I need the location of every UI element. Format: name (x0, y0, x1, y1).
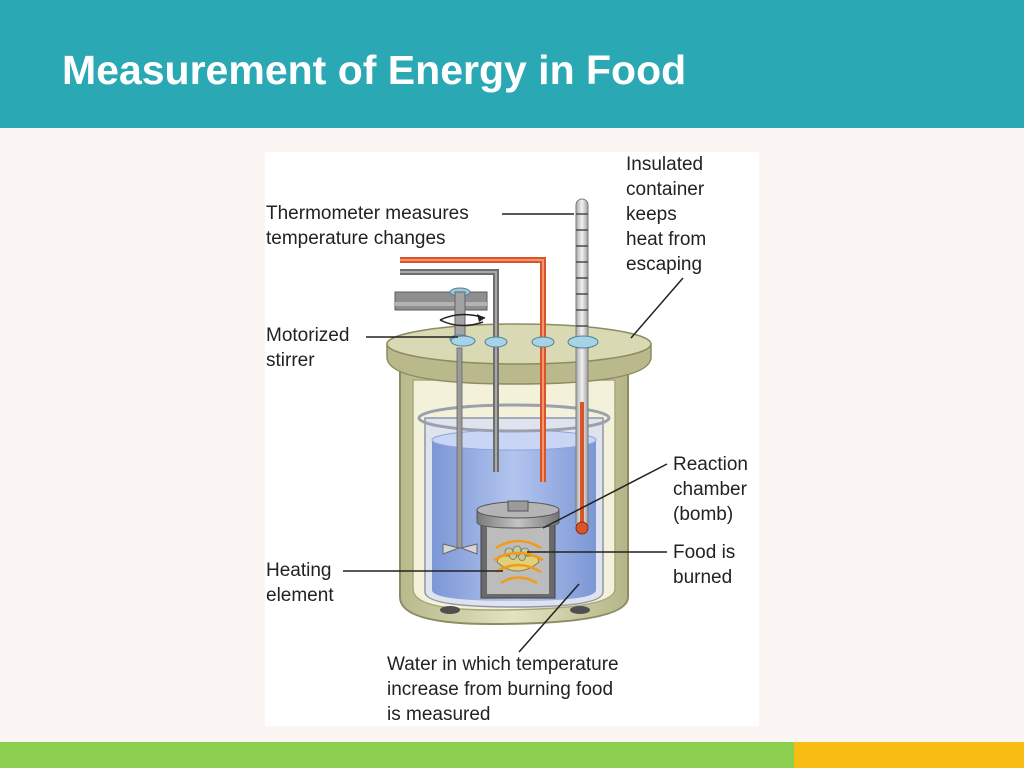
insulated-container-label: Insulated container keeps heat from esca… (626, 154, 707, 275)
thermometer-label: Thermometer measures temperature changes (266, 203, 469, 249)
ignition-wires (400, 257, 555, 482)
motorized-stirrer (394, 287, 488, 555)
leader-lines (343, 213, 684, 653)
calorimeter-diagram: Thermometer measures temperature changes… (265, 152, 759, 726)
water-label: Water in which temperature increase from… (387, 654, 619, 725)
thermometer (567, 198, 599, 535)
calorimeter-illustration (343, 198, 684, 653)
heating-element-label: Heating element (266, 560, 334, 606)
food-burned-label: Food is burned (673, 542, 736, 588)
footer-bar-green (0, 742, 794, 768)
container-lid (386, 323, 652, 385)
footer-bar-gold (794, 742, 1024, 768)
slide-title: Measurement of Energy in Food (62, 47, 687, 93)
reaction-chamber-label: Reaction chamber (bomb) (673, 454, 748, 525)
title-bar: Measurement of Energy in Food (0, 0, 1024, 128)
motorized-stirrer-label: Motorized stirrer (266, 325, 350, 371)
reaction-chamber-bomb (476, 500, 560, 599)
